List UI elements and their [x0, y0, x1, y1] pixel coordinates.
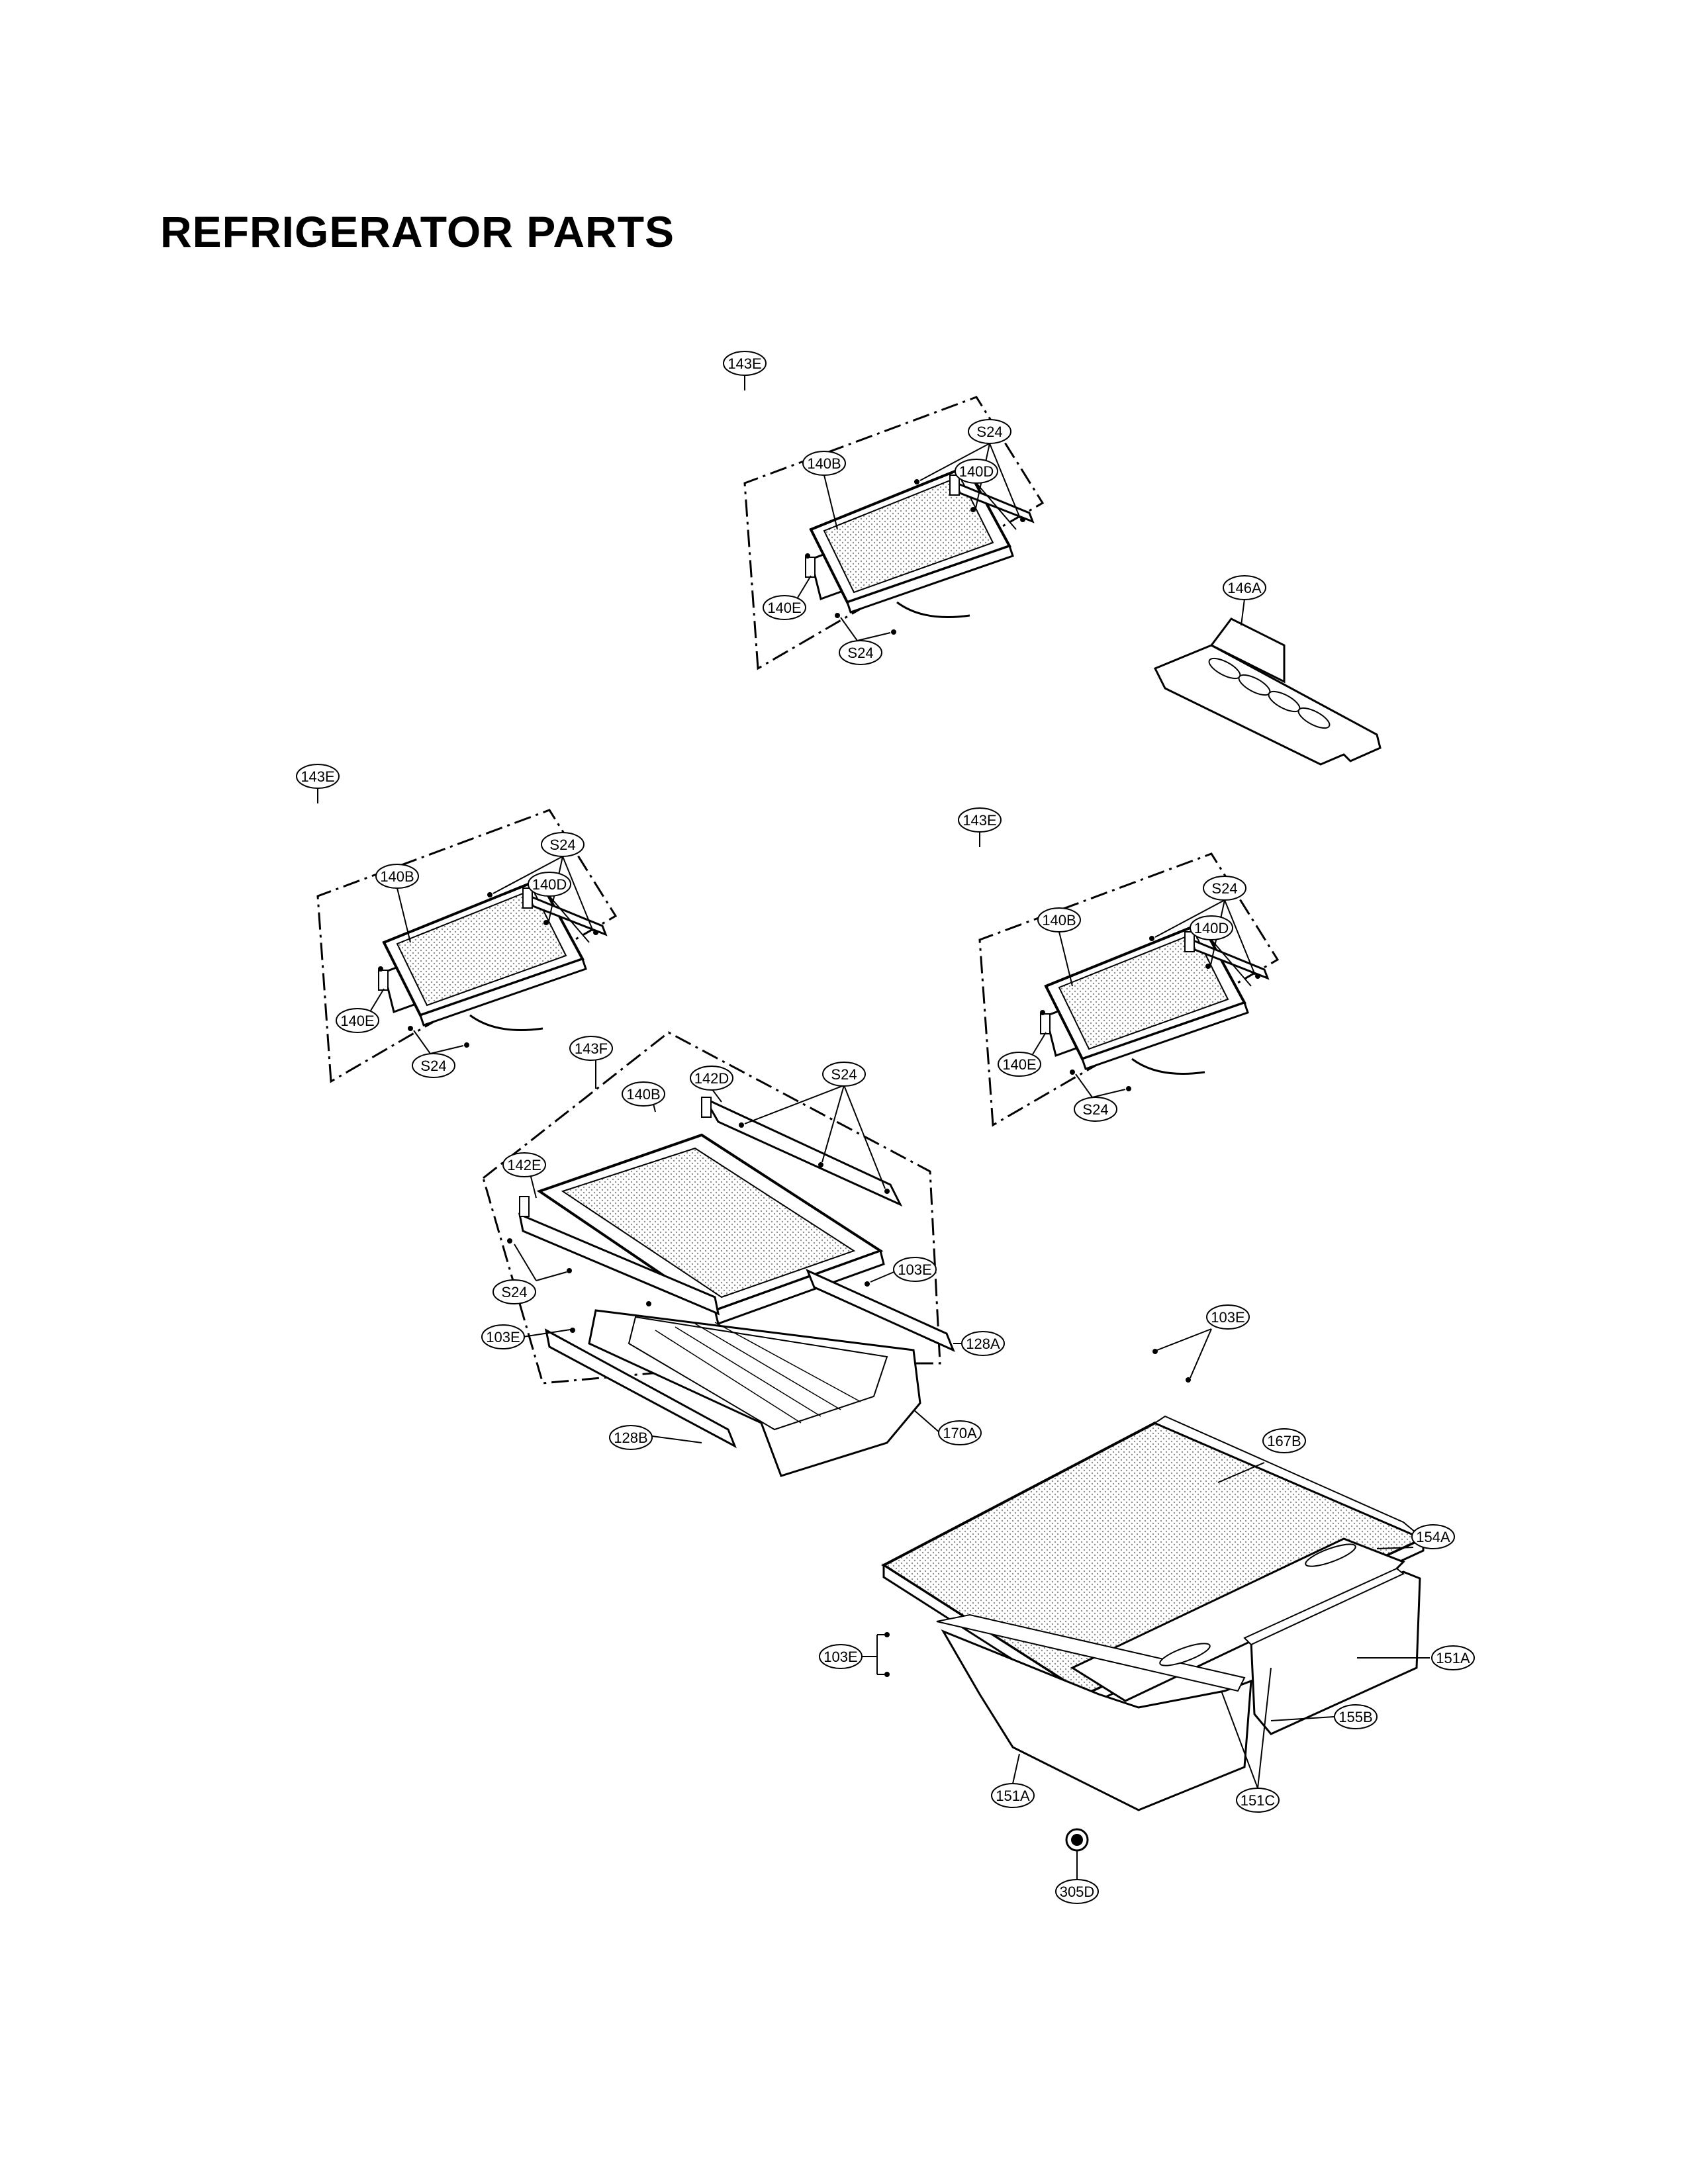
label-170a: 170A	[943, 1425, 977, 1441]
drawer-assembly: 103E 167B 154A 103E 151A 155B 151A 151C …	[819, 1304, 1475, 1904]
shelf-assembly-right: 143E S24 140B 140D 140E S24	[958, 807, 1279, 1126]
label-103e: 103E	[823, 1649, 857, 1665]
label-s24: S24	[549, 837, 575, 853]
label-s24: S24	[847, 645, 873, 661]
crisper-assembly-143f: 143F 142D 140B S24 142E S24 103E 103E 12…	[481, 1031, 1005, 1477]
bottle-holder-146a: 146A	[1153, 575, 1382, 766]
label-s24: S24	[976, 424, 1002, 440]
label-146a: 146A	[1227, 580, 1262, 596]
label-128b: 128B	[614, 1430, 647, 1446]
label-305d: 305D	[1060, 1884, 1095, 1900]
label-103e: 103E	[486, 1329, 520, 1345]
label-140d: 140D	[959, 463, 994, 480]
shelf-assembly-top: 143E S24 140B 140D 140E S24	[723, 351, 1044, 670]
shelf-assembly-left: 143E S24 140B 140D 140E S24	[296, 764, 617, 1083]
label-143e: 143E	[301, 768, 334, 785]
label-140b: 140B	[807, 455, 841, 472]
label-151a: 151A	[996, 1788, 1030, 1804]
label-s24: S24	[1082, 1101, 1108, 1118]
label-103e: 103E	[1211, 1309, 1244, 1326]
label-143e: 143E	[727, 355, 761, 372]
label-140e: 140E	[340, 1013, 374, 1029]
label-142e: 142E	[507, 1157, 541, 1173]
label-140d: 140D	[1194, 920, 1229, 936]
label-143e: 143E	[962, 812, 996, 829]
label-154a: 154A	[1416, 1529, 1450, 1545]
label-167b: 167B	[1267, 1433, 1301, 1449]
label-s24: S24	[1211, 880, 1237, 897]
label-142d: 142D	[694, 1070, 729, 1087]
label-143f: 143F	[575, 1040, 608, 1057]
label-140b: 140B	[1042, 912, 1076, 929]
label-128a: 128A	[966, 1336, 1000, 1352]
callout-bubble	[1223, 575, 1266, 600]
label-140b: 140B	[380, 868, 414, 885]
label-151a: 151A	[1436, 1650, 1470, 1666]
label-103e: 103E	[898, 1261, 931, 1278]
label-140d: 140D	[532, 876, 567, 893]
label-151c: 151C	[1241, 1792, 1276, 1809]
label-s24: S24	[501, 1284, 527, 1300]
label-155b: 155B	[1338, 1709, 1372, 1725]
label-s24: S24	[420, 1058, 446, 1074]
page-title: REFRIGERATOR PARTS	[160, 207, 675, 256]
label-s24: S24	[831, 1066, 857, 1083]
label-140e: 140E	[767, 600, 801, 616]
label-140e: 140E	[1002, 1056, 1036, 1073]
label-140b: 140B	[626, 1086, 660, 1103]
